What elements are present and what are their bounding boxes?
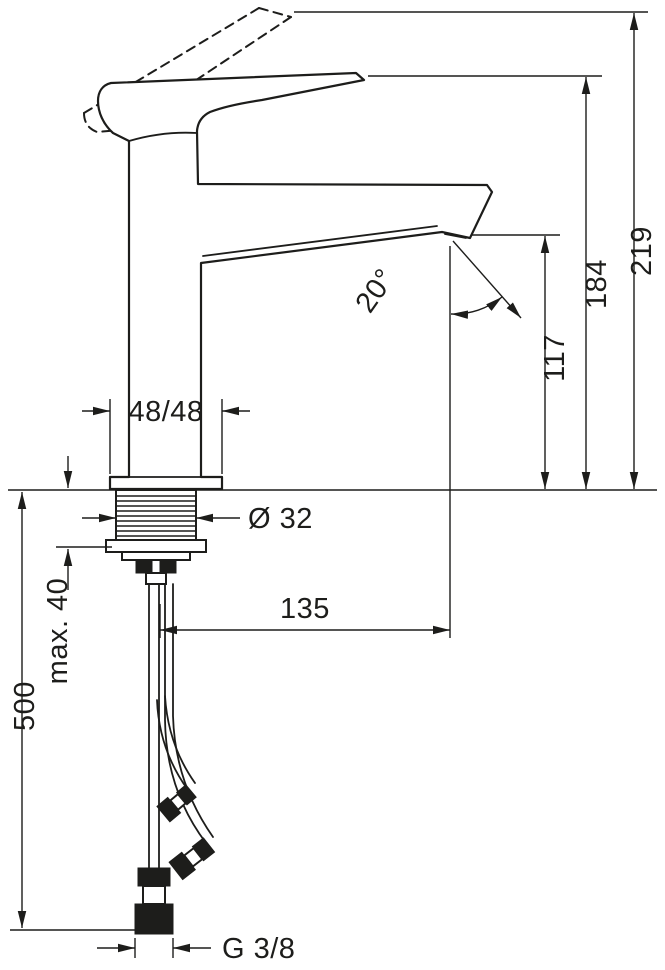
dim-spout-reach: 135 xyxy=(159,246,451,638)
dim-label-spout-reach: 135 xyxy=(280,593,330,625)
supply-hoses xyxy=(134,583,216,935)
shank-thread-lines xyxy=(116,495,196,537)
dim-hose-length: 500 xyxy=(9,492,135,931)
spout-underside-line xyxy=(202,225,438,257)
bottom-connector-nut xyxy=(134,867,174,935)
dim-label-base-size: 48/48 xyxy=(128,396,203,428)
dim-overall-height: 219 xyxy=(294,11,658,489)
dim-label-connection-thread: G 3/8 xyxy=(222,933,295,965)
dim-spout-height: 117 xyxy=(472,234,571,489)
dim-label-tap-hole: Ø 32 xyxy=(248,503,313,535)
dim-lever-height: 184 xyxy=(368,75,613,489)
dim-label-deck-thickness: max. 40 xyxy=(42,578,74,685)
mounting-shank xyxy=(115,489,197,541)
spout-aerator xyxy=(444,233,467,239)
dim-spout-angle: 20° xyxy=(350,240,522,319)
dim-base-size: 48/48 xyxy=(82,396,250,474)
faucet-outline xyxy=(96,71,494,491)
dim-tap-hole: Ø 32 xyxy=(82,503,313,535)
dim-label-overall-height: 219 xyxy=(626,226,658,276)
hose-connector-nut xyxy=(168,837,216,881)
dim-label-spout-angle: 20° xyxy=(350,263,402,319)
hose-connector-nut xyxy=(156,784,197,823)
lever-body-seam xyxy=(128,131,198,142)
dim-label-lever-height: 184 xyxy=(581,259,613,309)
dim-label-spout-height: 117 xyxy=(539,334,571,382)
fastening-set xyxy=(105,539,207,585)
dim-label-hose-length: 500 xyxy=(9,681,41,731)
dim-connection-thread: G 3/8 xyxy=(97,933,295,965)
dim-deck-thickness: max. 40 xyxy=(42,456,112,684)
